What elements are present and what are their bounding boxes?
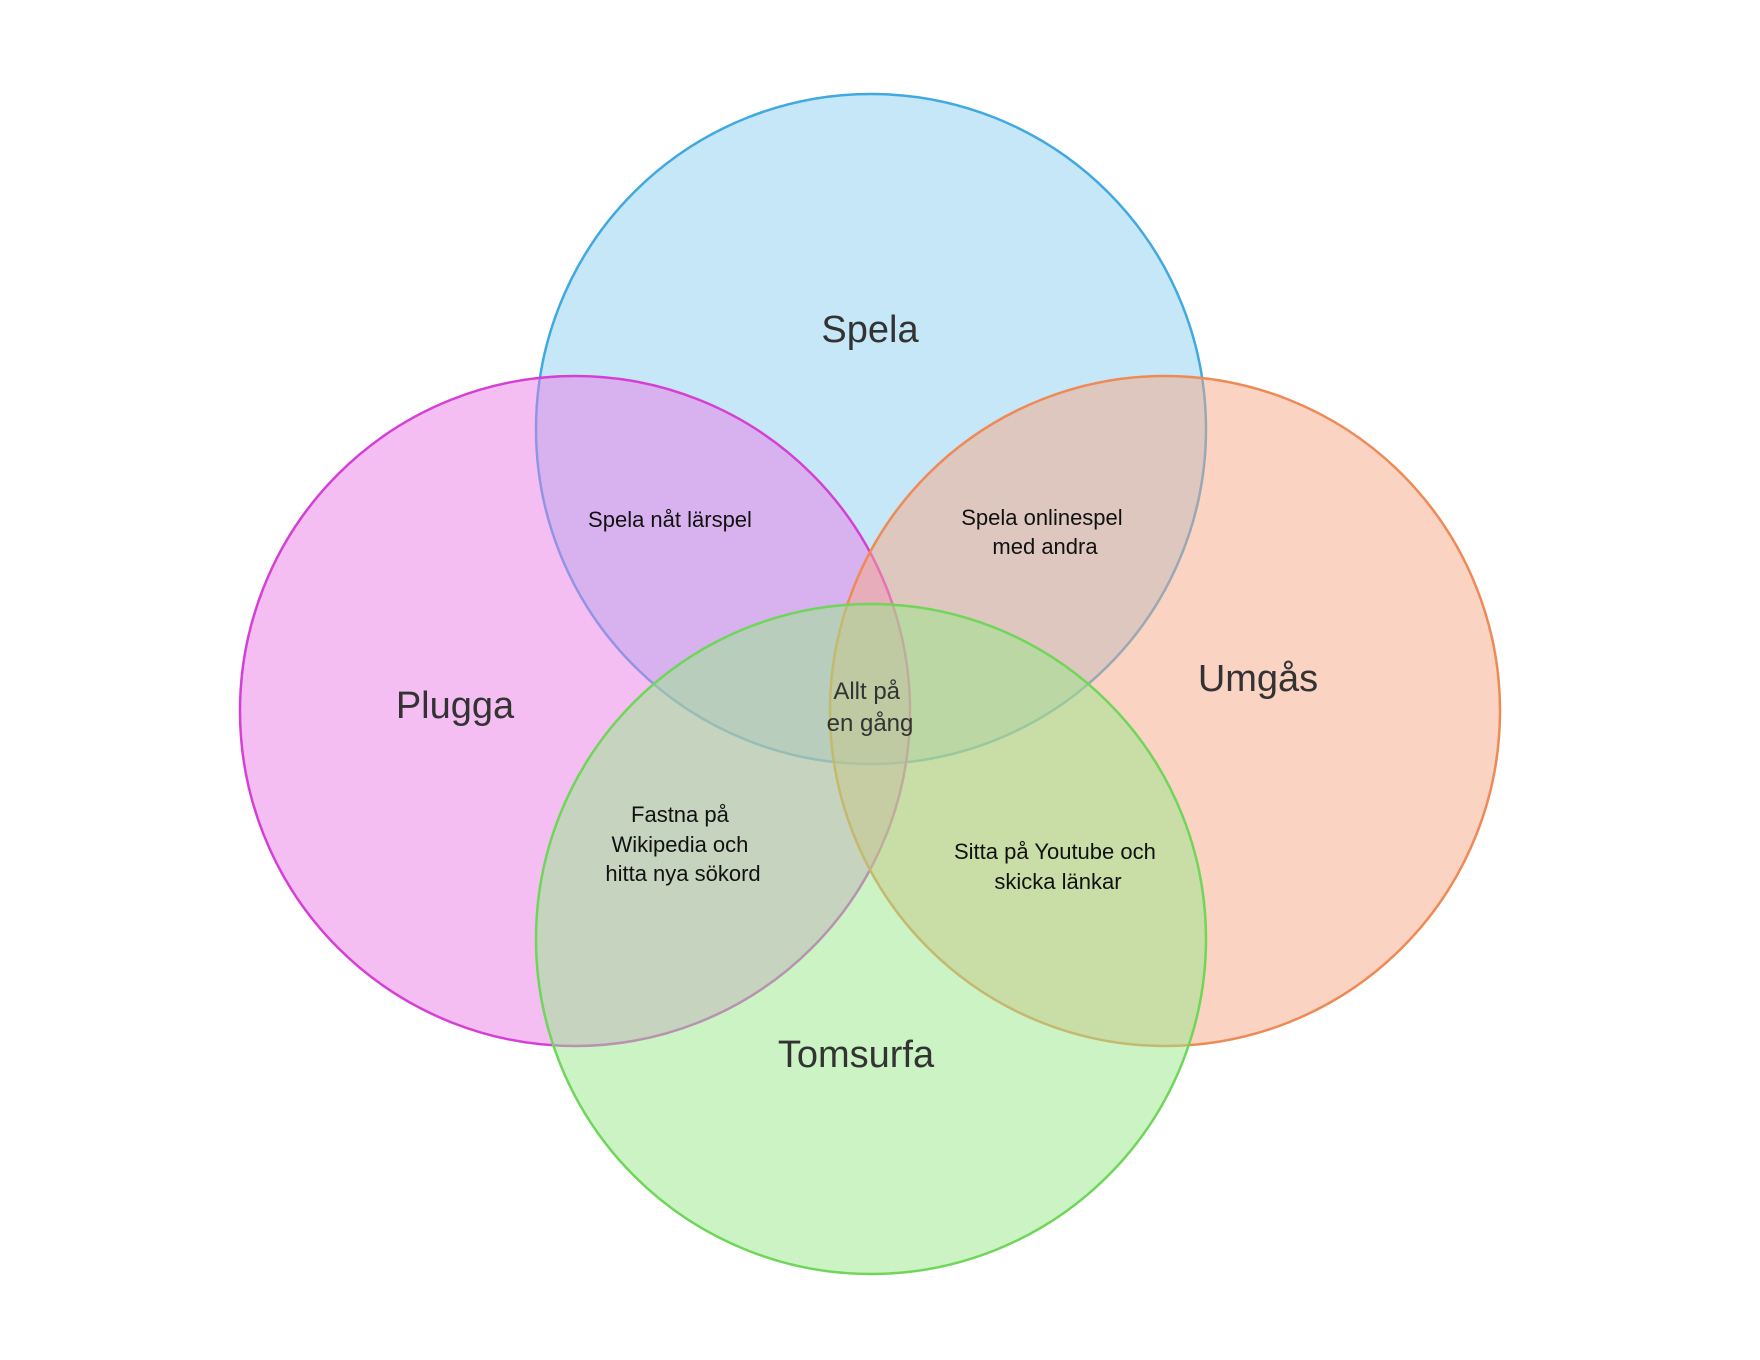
intersection-plugga-tomsurfa: Fastna på Wikipedia och hitta nya sökord bbox=[605, 802, 760, 886]
set-label-umgas: Umgås bbox=[1198, 658, 1318, 700]
intersection-all: Allt på en gång bbox=[827, 678, 914, 737]
set-label-plugga: Plugga bbox=[396, 685, 515, 727]
intersection-spela-umgas: Spela onlinespel med andra bbox=[961, 505, 1129, 559]
set-label-tomsurfa: Tomsurfa bbox=[778, 1034, 935, 1076]
set-label-spela: Spela bbox=[821, 309, 919, 351]
intersection-spela-plugga: Spela nåt lärspel bbox=[588, 507, 752, 532]
intersection-umgas-tomsurfa: Sitta på Youtube och skicka länkar bbox=[954, 839, 1162, 894]
set-circle-tomsurfa bbox=[534, 602, 1208, 1276]
